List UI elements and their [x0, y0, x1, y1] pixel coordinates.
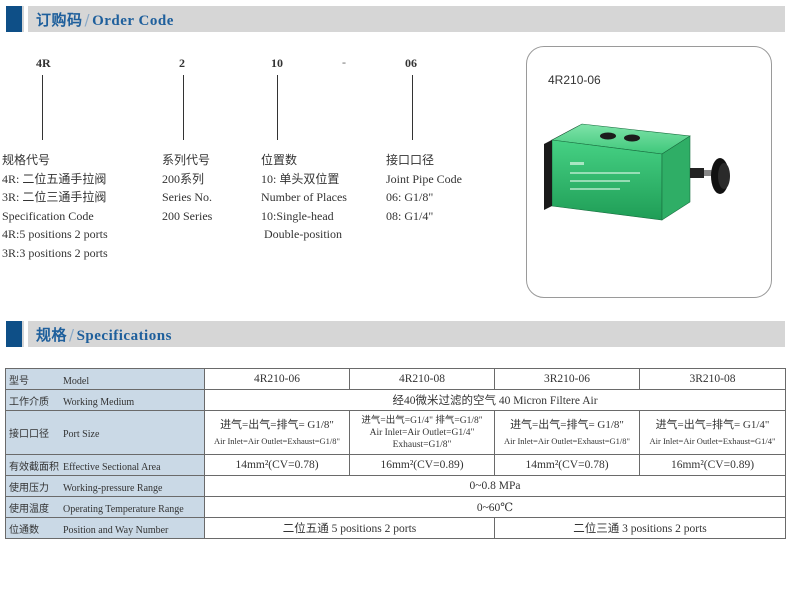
- code-port: 06: [405, 56, 417, 70]
- specifications-header: 规格/Specifications: [6, 321, 785, 347]
- code-leader-line: [277, 75, 278, 140]
- spec-code-description: 规格代号 4R: 二位五通手拉阀 3R: 二位三通手拉阀 Specificati…: [2, 153, 108, 260]
- places-description: 位置数 10: 单头双位置 Number of Places 10:Single…: [261, 153, 347, 241]
- order-code-title: 订购码/Order Code: [36, 11, 174, 29]
- valve-image: [544, 123, 730, 221]
- specifications-title: 规格/Specifications: [36, 326, 172, 344]
- order-code-header: 订购码/Order Code: [6, 6, 785, 32]
- code-series: 2: [179, 56, 185, 70]
- code-places: 10: [271, 56, 283, 70]
- series-description: 系列代号 200系列 Series No. 200 Series: [162, 153, 213, 223]
- code-dash: -: [342, 55, 346, 69]
- product-photo-caption: 4R210-06: [548, 73, 601, 87]
- header-mark: [6, 6, 22, 32]
- code-spec: 4R: [36, 56, 51, 70]
- header-mark: [6, 321, 22, 347]
- code-leader-line: [412, 75, 413, 140]
- code-leader-line: [183, 75, 184, 140]
- code-leader-line: [42, 75, 43, 140]
- port-description: 接口口径 Joint Pipe Code 06: G1/8" 08: G1/4": [386, 153, 463, 223]
